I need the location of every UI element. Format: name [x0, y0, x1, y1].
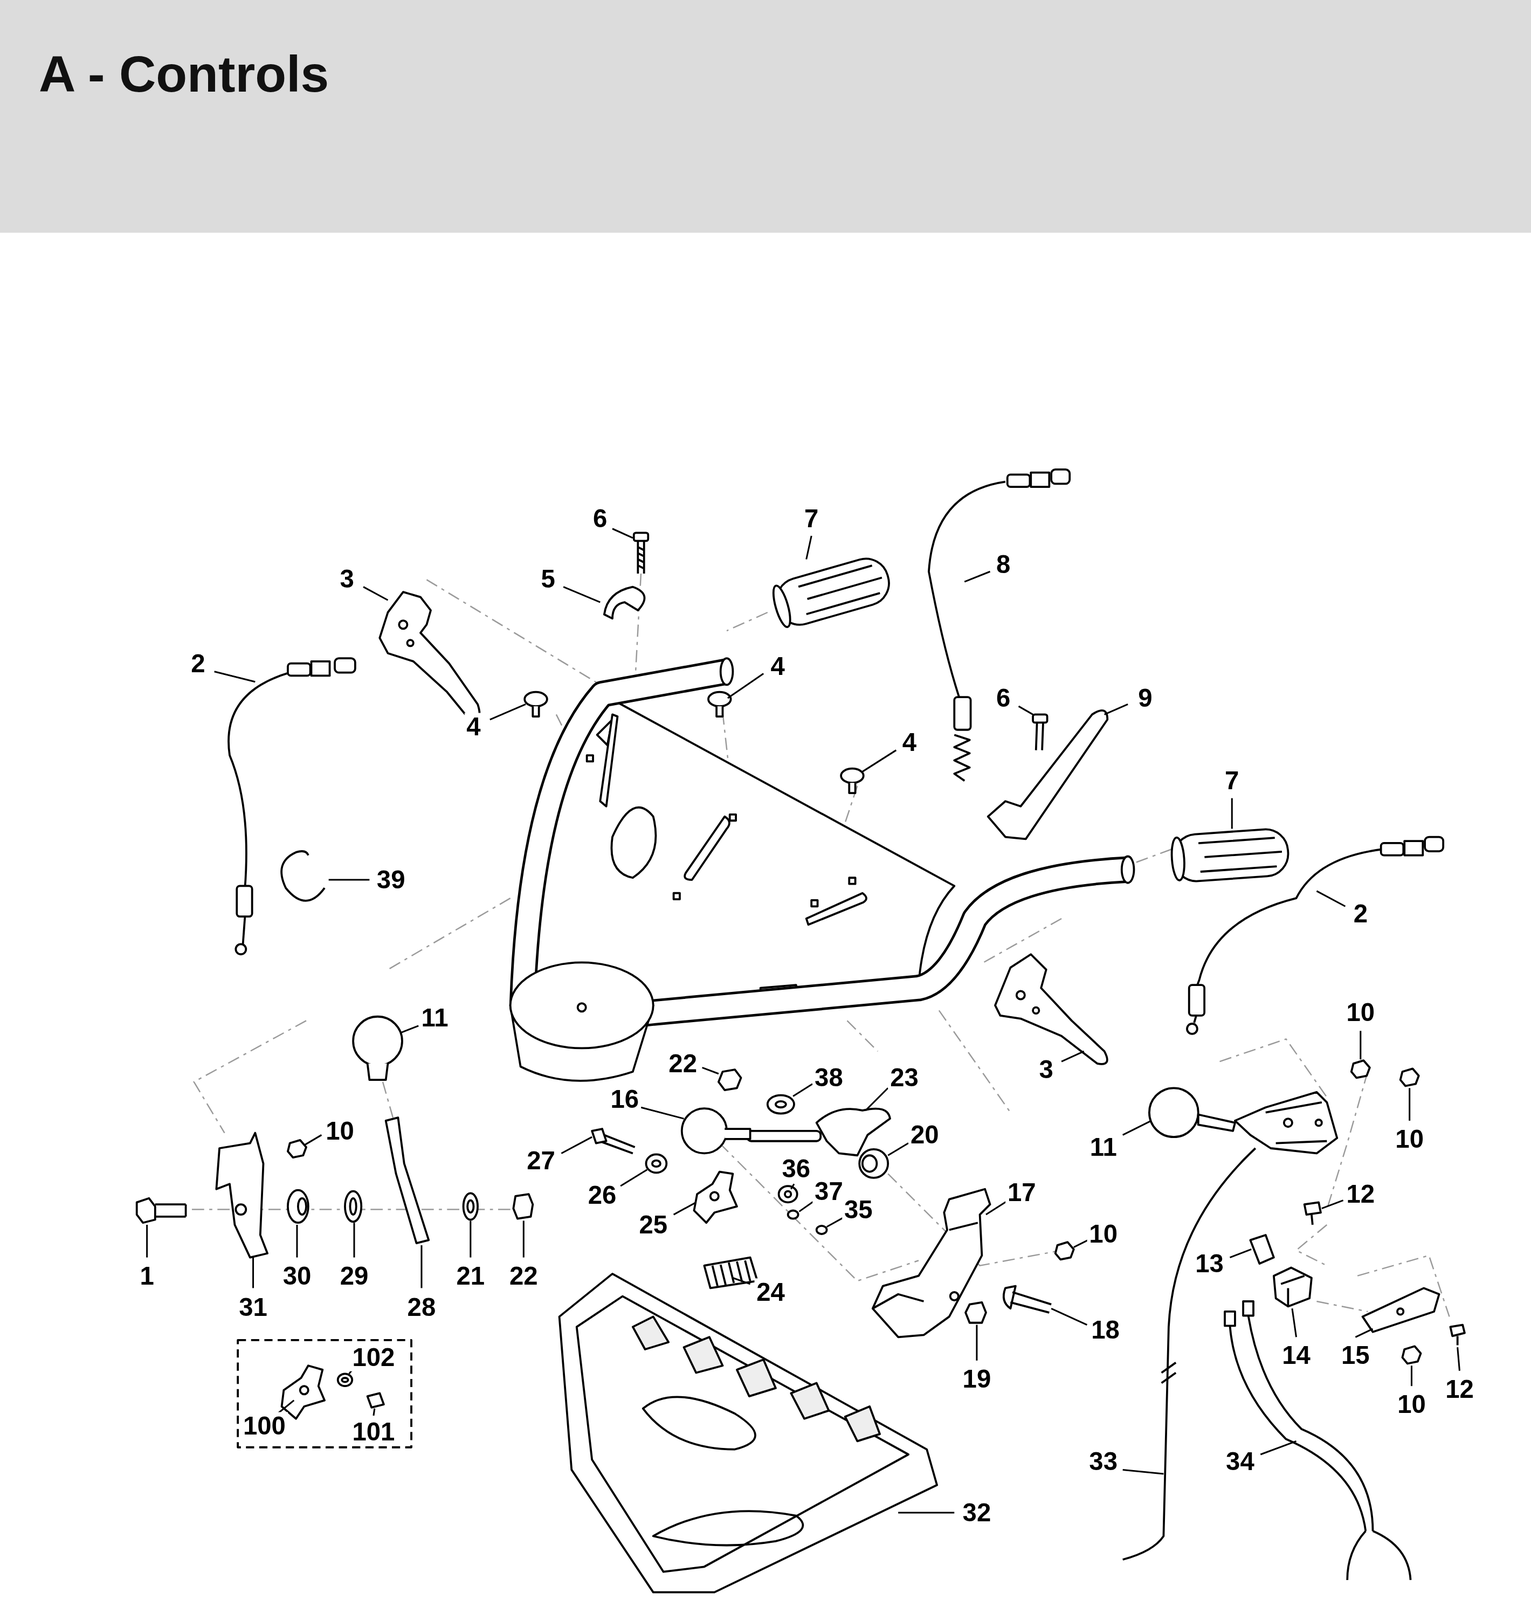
parts: [136, 469, 1465, 1593]
callout-number: 22: [507, 1261, 540, 1290]
callout-number: 101: [350, 1418, 398, 1446]
callout-number: 32: [960, 1498, 993, 1527]
callout-number: 38: [812, 1064, 845, 1092]
callout-number: 7: [802, 504, 821, 533]
callout-number: 15: [1339, 1341, 1372, 1370]
callout-number: 6: [590, 504, 610, 533]
callout-number: 4: [900, 728, 919, 756]
callout-number: 1: [138, 1261, 157, 1290]
callout-number: 29: [338, 1261, 371, 1290]
callout-number: 2: [188, 649, 208, 678]
callout-number: 9: [1135, 684, 1155, 712]
guide-lines: [191, 573, 1450, 1317]
callout-number: 2: [1351, 899, 1370, 928]
callout-number: 21: [454, 1261, 487, 1290]
callout-number: 10: [1395, 1390, 1428, 1419]
callout-number: 7: [1222, 767, 1241, 795]
callout-number: 10: [1393, 1125, 1426, 1153]
callout-number: 10: [323, 1116, 356, 1145]
callout-number: 37: [812, 1177, 845, 1205]
callout-number: 13: [1192, 1249, 1226, 1278]
callout-number: 20: [908, 1121, 941, 1149]
callout-number: 30: [280, 1261, 314, 1290]
callout-number: 3: [338, 564, 357, 593]
callout-number: 31: [236, 1293, 270, 1322]
callout-number: 24: [754, 1278, 787, 1306]
leader-lines: [147, 528, 1460, 1513]
callout-number: 36: [780, 1154, 813, 1183]
callout-number: 10: [1344, 998, 1377, 1027]
callout-number: 4: [768, 652, 788, 681]
page-title: A - Controls: [38, 46, 329, 103]
callout-number: 11: [1087, 1133, 1120, 1162]
callout-number: 8: [994, 550, 1013, 578]
callout-number: 27: [524, 1146, 557, 1175]
callout-number: 22: [666, 1049, 700, 1078]
callout-number: 34: [1223, 1447, 1257, 1476]
callout-number: 11: [419, 1003, 451, 1032]
callout-number: 6: [994, 684, 1013, 712]
header-band: [0, 0, 1531, 233]
callout-number: 18: [1088, 1315, 1122, 1344]
callout-number: 14: [1279, 1341, 1313, 1370]
callout-number: 12: [1344, 1180, 1377, 1209]
callout-number: 10: [1087, 1219, 1120, 1248]
callout-number: 3: [1037, 1056, 1056, 1084]
callout-number: 5: [539, 564, 558, 593]
callout-number: 25: [637, 1210, 670, 1239]
callout-number: 100: [240, 1411, 288, 1440]
callout-number: 12: [1443, 1375, 1476, 1403]
callout-number: 35: [842, 1195, 875, 1224]
callout-number: 33: [1087, 1447, 1120, 1476]
callout-number: 23: [887, 1064, 921, 1092]
callout-number: 39: [374, 865, 408, 894]
callout-number: 17: [1005, 1178, 1038, 1206]
callout-number: 4: [464, 712, 484, 741]
callout-number: 19: [960, 1364, 993, 1393]
callout-number: 26: [585, 1181, 619, 1210]
callout-number: 16: [608, 1085, 641, 1114]
callout-number: 28: [405, 1293, 438, 1322]
callout-number: 102: [350, 1343, 398, 1372]
